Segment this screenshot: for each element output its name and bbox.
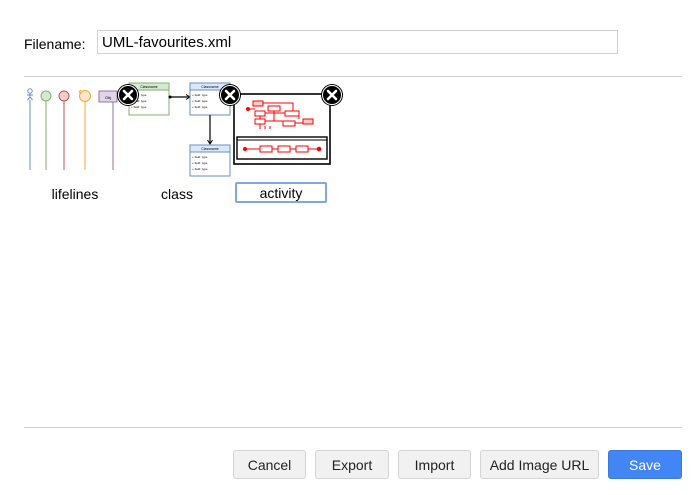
class-inherit-arrow	[207, 115, 213, 145]
class-box-blue-bottom: Classname + field: type + field: type + …	[189, 144, 231, 177]
library-item-name-input[interactable]	[235, 182, 327, 203]
svg-text:Classname: Classname	[201, 147, 219, 151]
lifelines-thumbnail[interactable]: Obj	[24, 86, 124, 172]
class-connector-arrow	[168, 94, 191, 100]
activity-flow-graph	[246, 100, 314, 129]
filename-input[interactable]	[97, 30, 618, 54]
library-item-label-lifelines[interactable]: lifelines	[51, 186, 99, 202]
top-divider	[24, 76, 682, 77]
save-button[interactable]: Save	[608, 450, 682, 479]
filename-label: Filename:	[24, 36, 86, 52]
svg-text:+ field: type: + field: type	[192, 93, 208, 97]
cancel-button[interactable]: Cancel	[233, 450, 306, 479]
svg-text:+ field: type: + field: type	[131, 99, 147, 103]
activity-swimlane-flow	[243, 145, 322, 153]
entity-lifeline	[58, 90, 70, 170]
svg-text:+ field: type: + field: type	[131, 105, 147, 109]
library-items-area: Obj Classname + field: type + field: typ…	[24, 80, 682, 420]
add-image-url-button[interactable]: Add Image URL	[480, 450, 599, 479]
export-button[interactable]: Export	[315, 450, 389, 479]
library-item-label-class[interactable]: class	[161, 186, 193, 202]
thumb-obj-text: Obj	[105, 95, 111, 100]
remove-activity-icon[interactable]	[320, 83, 344, 107]
svg-text:Classname: Classname	[140, 85, 158, 89]
boundary-lifeline	[40, 90, 52, 170]
svg-text:Classname: Classname	[201, 85, 219, 89]
svg-text:+ field: type: + field: type	[192, 155, 208, 159]
actor-lifeline	[27, 88, 33, 170]
control-lifeline	[78, 89, 91, 170]
bottom-divider	[24, 427, 682, 428]
svg-text:+ field: type: + field: type	[192, 99, 208, 103]
object-lifeline: Obj	[98, 90, 118, 170]
svg-text:+ field: type: + field: type	[192, 161, 208, 165]
remove-lifelines-icon[interactable]	[116, 83, 140, 107]
svg-text:+ field: type: + field: type	[192, 167, 208, 171]
activity-thumbnail[interactable]	[233, 93, 333, 167]
svg-text:+ field: type: + field: type	[192, 105, 208, 109]
import-button[interactable]: Import	[398, 450, 471, 479]
remove-class-icon[interactable]	[218, 83, 242, 107]
